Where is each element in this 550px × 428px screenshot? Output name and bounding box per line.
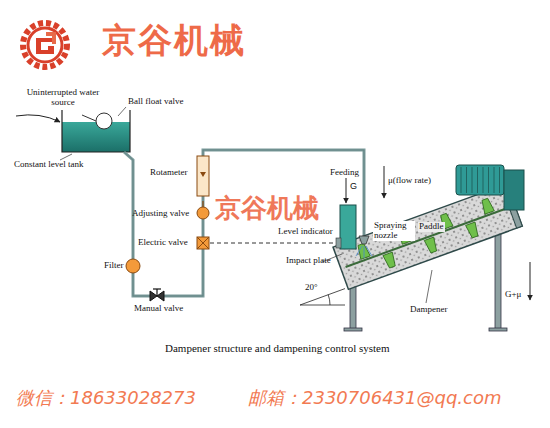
manual-valve-handle — [153, 288, 161, 289]
angle-label: 20° — [305, 283, 318, 293]
part-label: Filter — [104, 261, 124, 271]
water-inflow-arrow — [16, 115, 60, 122]
rotameter-symbol — [197, 156, 209, 196]
motor-fin — [472, 167, 473, 193]
motor-fin — [466, 167, 467, 193]
part-label: Level indicator — [278, 227, 333, 237]
filter-symbol — [126, 259, 140, 273]
motor-fin — [488, 167, 489, 193]
paddle-blade — [383, 252, 397, 269]
pipe-outline — [124, 150, 364, 296]
motor-fin — [494, 167, 495, 193]
part-label: Manual valve — [134, 304, 183, 314]
logo — [23, 23, 67, 67]
electric-valve-symbol — [197, 237, 209, 249]
flow-rate-arrow — [384, 166, 385, 198]
motor-fin — [499, 167, 500, 193]
leader-line — [118, 107, 126, 116]
watermark: 京谷机械 — [215, 194, 319, 223]
part-label: Ball float valve — [128, 97, 183, 107]
feeding-arrow — [346, 178, 347, 203]
brand-heading: 京谷机械 — [102, 22, 246, 59]
feed-hopper — [336, 205, 356, 249]
drive-motor — [456, 165, 524, 210]
pipe — [124, 150, 364, 296]
motor-fin — [477, 167, 478, 193]
part-label: Adjusting valve — [132, 209, 189, 219]
control-signal-line — [210, 243, 336, 244]
part-label: Spraying nozzle — [373, 221, 415, 241]
spraying-nozzle — [359, 236, 369, 244]
contact-text: 微信：18633028273 — [16, 388, 196, 408]
part-label: Impact plate — [286, 256, 331, 266]
constant-level-tank — [62, 110, 130, 152]
dampener-trough — [333, 184, 522, 290]
adjusting-valve-symbol — [197, 201, 209, 219]
part-label: Constant level tank — [14, 160, 84, 170]
motor-fin — [483, 167, 484, 193]
manual-valve-stem — [156, 289, 157, 296]
paddle-blade — [480, 198, 494, 215]
symbol-label: G — [350, 182, 357, 192]
part-label: Rotameter — [150, 168, 188, 178]
part-label: Dampener — [410, 305, 447, 315]
symbol-label: G+μ — [505, 290, 521, 300]
paddle-blade — [424, 237, 438, 254]
paddle-blade — [356, 243, 370, 260]
paddle-blade — [466, 222, 480, 239]
motor-fin — [461, 167, 462, 193]
leader-line — [426, 270, 432, 303]
part-label: Feeding — [330, 168, 359, 178]
part-label: Uninterrupted water source — [26, 88, 100, 108]
part-label: Paddle — [418, 222, 445, 232]
spray-jets — [356, 246, 372, 258]
contact-text: 邮箱：2330706431@qq.com — [248, 388, 502, 408]
part-label: Electric valve — [138, 238, 188, 248]
output-arrow — [530, 262, 531, 300]
part-label: μ(flow rate) — [388, 176, 431, 186]
caption: Dampener structure and dampening control… — [165, 342, 390, 354]
